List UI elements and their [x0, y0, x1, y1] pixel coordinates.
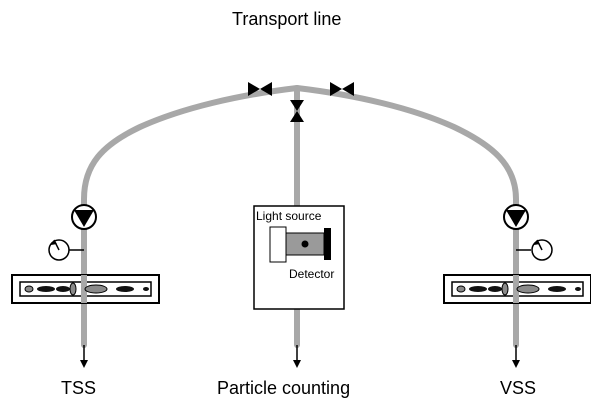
gauge-icon: [48, 239, 84, 261]
light-source-label: Light source: [256, 209, 322, 223]
down-arrow-icon: [512, 345, 520, 368]
left-filter-tray: [11, 274, 160, 304]
transport-line-label: Transport line: [232, 9, 342, 29]
tss-label: TSS: [61, 378, 97, 398]
pump-icon: [503, 204, 529, 230]
right-filter-tray: [443, 274, 591, 304]
particle-counting-label: Particle counting: [217, 378, 351, 398]
detector-label: Detector: [289, 267, 335, 281]
down-arrow-icon: [80, 345, 88, 368]
gauge-icon: [516, 239, 553, 261]
down-arrow-icon: [293, 345, 301, 368]
particle-counter-box: [253, 205, 345, 310]
right-arc-pipe: [294, 85, 519, 306]
vss-label: VSS: [500, 378, 537, 398]
bowtie-valve-icon: [330, 82, 354, 96]
bowtie-valve-icon: [248, 82, 272, 96]
bowtie-valve-icon: [290, 100, 304, 122]
left-arc-pipe: [81, 85, 300, 306]
pump-icon: [71, 204, 97, 230]
